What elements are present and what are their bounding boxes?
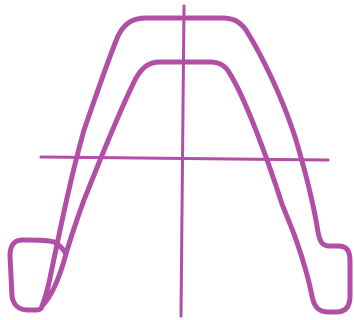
horizontal-axis-line	[41, 157, 328, 160]
vertical-axis-line	[181, 6, 184, 316]
